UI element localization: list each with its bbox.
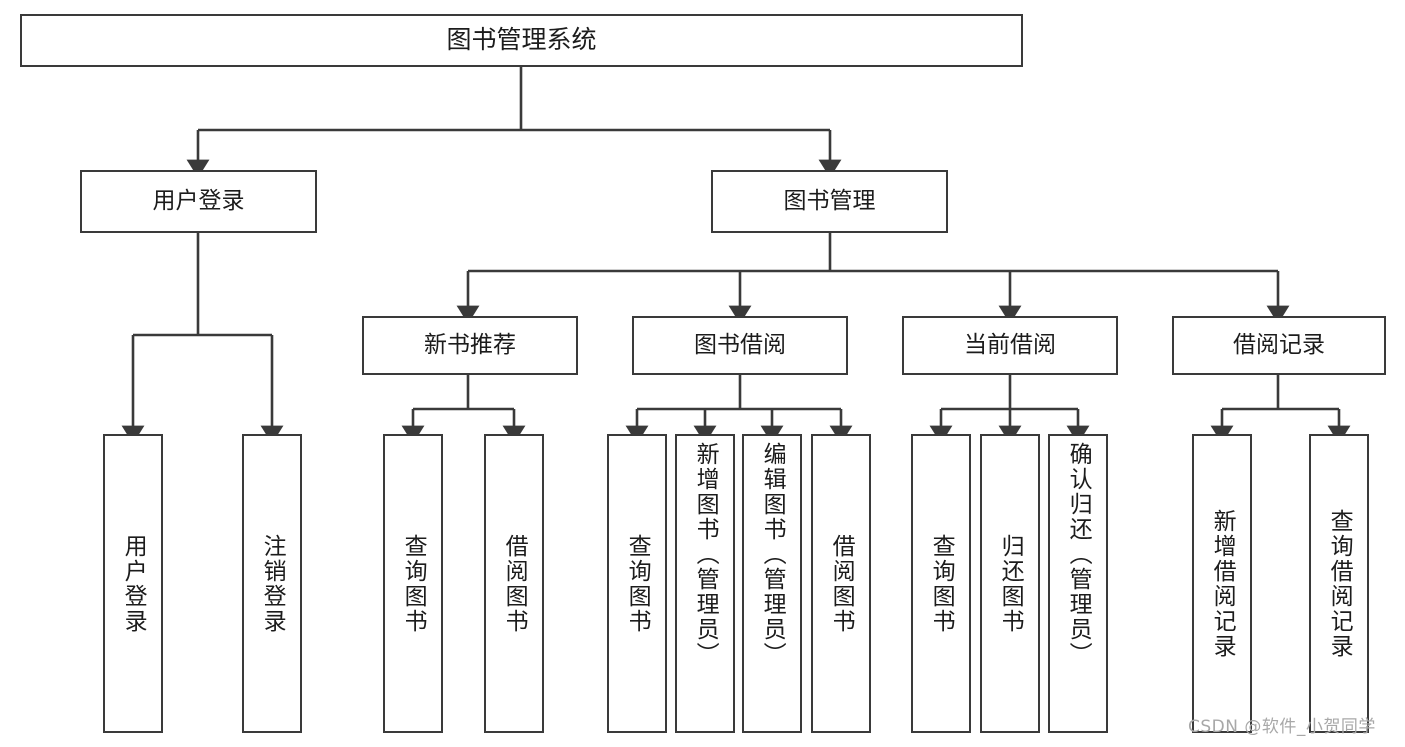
node-book-borrow-label: 图书借阅: [694, 332, 786, 359]
node-leaf-add-book-admin[interactable]: 新增图书（管理员）: [675, 434, 735, 733]
node-leaf-query-book-recommend-label: 查询图书: [400, 533, 427, 634]
node-leaf-query-book-current-label: 查询图书: [928, 533, 955, 634]
node-leaf-query-borrow-record-label: 查询借阅记录: [1326, 508, 1353, 659]
node-leaf-query-book-current[interactable]: 查询图书: [911, 434, 971, 733]
node-leaf-borrow-book-recommend[interactable]: 借阅图书: [484, 434, 544, 733]
node-user-login-label: 用户登录: [152, 188, 245, 215]
node-leaf-borrow-book-recommend-label: 借阅图书: [501, 533, 528, 634]
node-leaf-query-book-recommend[interactable]: 查询图书: [383, 434, 443, 733]
node-current-borrow[interactable]: 当前借阅: [902, 316, 1118, 375]
node-leaf-return-book[interactable]: 归还图书: [980, 434, 1040, 733]
node-leaf-user-login-label: 用户登录: [120, 533, 147, 634]
node-book-borrow[interactable]: 图书借阅: [632, 316, 848, 375]
watermark-text: CSDN @软件_小贺同学: [1188, 717, 1376, 737]
node-book-management[interactable]: 图书管理: [711, 170, 948, 233]
node-leaf-borrow-book[interactable]: 借阅图书: [811, 434, 871, 733]
node-leaf-user-login[interactable]: 用户登录: [103, 434, 163, 733]
node-leaf-add-book-admin-label: 新增图书（管理员）: [692, 442, 719, 667]
node-leaf-edit-book-admin[interactable]: 编辑图书（管理员）: [742, 434, 802, 733]
node-leaf-query-book-borrow[interactable]: 查询图书: [607, 434, 667, 733]
node-root-system-label: 图书管理系统: [446, 25, 597, 55]
node-leaf-borrow-book-label: 借阅图书: [828, 533, 855, 634]
node-user-login[interactable]: 用户登录: [80, 170, 317, 233]
node-current-borrow-label: 当前借阅: [964, 332, 1056, 359]
node-borrow-records[interactable]: 借阅记录: [1172, 316, 1386, 375]
node-leaf-confirm-return-admin-label: 确认归还（管理员）: [1065, 442, 1092, 667]
node-leaf-add-borrow-record[interactable]: 新增借阅记录: [1192, 434, 1252, 733]
node-book-management-label: 图书管理: [783, 188, 876, 215]
node-leaf-logout[interactable]: 注销登录: [242, 434, 302, 733]
node-leaf-logout-label: 注销登录: [259, 533, 286, 634]
node-leaf-edit-book-admin-label: 编辑图书（管理员）: [759, 442, 786, 667]
node-leaf-query-borrow-record[interactable]: 查询借阅记录: [1309, 434, 1369, 733]
node-leaf-return-book-label: 归还图书: [997, 533, 1024, 634]
node-leaf-add-borrow-record-label: 新增借阅记录: [1209, 508, 1236, 659]
node-leaf-query-book-borrow-label: 查询图书: [624, 533, 651, 634]
node-borrow-records-label: 借阅记录: [1233, 332, 1325, 359]
node-new-book-recommend[interactable]: 新书推荐: [362, 316, 578, 375]
node-new-book-recommend-label: 新书推荐: [424, 332, 516, 359]
node-root-system[interactable]: 图书管理系统: [20, 14, 1023, 67]
node-leaf-confirm-return-admin[interactable]: 确认归还（管理员）: [1048, 434, 1108, 733]
